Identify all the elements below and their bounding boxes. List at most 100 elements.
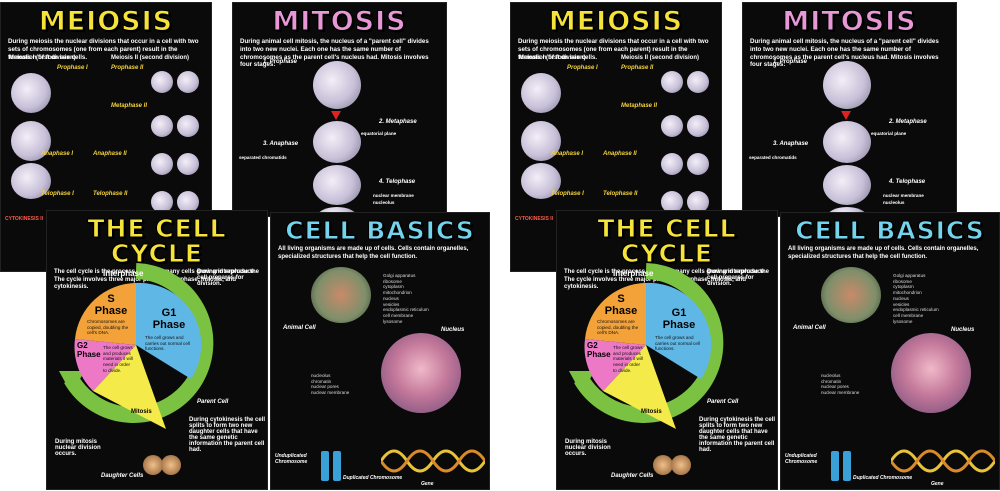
- during-mitosis-text: During mitosis nuclear division occurs.: [565, 439, 611, 457]
- prophase-1-label: Prophase I: [567, 65, 598, 71]
- metaphase-label: 2. Metaphase: [379, 119, 417, 125]
- meiosis-intro: During meiosis the nuclear divisions tha…: [8, 38, 199, 61]
- meiosis-cell-diagram: [687, 115, 709, 137]
- meiosis-cell-diagram: [151, 115, 173, 137]
- unduplicated-chromosome-label: Unduplicated Chromosome: [785, 453, 818, 465]
- g1-phase-label: G1 Phase: [152, 307, 186, 331]
- s-phase-label: S Phase: [94, 293, 128, 317]
- interphase-ring: [64, 263, 214, 423]
- g1-phase-text: The cell grows and carries out normal ce…: [655, 335, 700, 352]
- interphase-ring: [574, 263, 724, 423]
- mitosis-cell-diagram: [823, 121, 871, 163]
- mitosis-cell-diagram: [823, 165, 871, 205]
- animal-cell-label: Animal Cell: [793, 325, 826, 331]
- cell-basics-intro: All living organisms are made up of cell…: [788, 246, 979, 260]
- organelle-label: mitochondrion: [893, 290, 922, 296]
- meiosis-cell-diagram: [177, 71, 199, 93]
- gene-label: Gene: [421, 481, 434, 487]
- mitosis-title: MITOSIS: [272, 6, 407, 37]
- meiosis-title: MEIOSIS: [38, 6, 174, 37]
- daughter-cell-diagram: [671, 455, 691, 475]
- chromosome-diagram: [843, 451, 851, 481]
- meiosis-cell-diagram: [177, 153, 199, 175]
- nucleus-diagram: [381, 333, 461, 413]
- metaphase-2-label: Metaphase II: [111, 103, 148, 109]
- organelle-label: vesicles: [893, 301, 910, 307]
- organelle-label: ribosome: [383, 278, 402, 284]
- organelle-list: Golgi apparatus ribosome cytoplasm mitoc…: [893, 273, 993, 325]
- parent-cell-label: Parent Cell: [197, 399, 229, 405]
- nucleus-part-label: nuclear membrane: [821, 390, 860, 396]
- telophase-1-label: Telophase I: [551, 191, 584, 197]
- mitosis-cell-diagram: [313, 121, 361, 163]
- telophase-1-label: Telophase I: [41, 191, 74, 197]
- nucleus-part-label: chromatin: [311, 378, 332, 384]
- g2-phase-label: G2 Phase: [587, 341, 611, 359]
- g1-phase-label: G1 Phase: [662, 307, 696, 331]
- interphase-ring-label: Interphase: [103, 269, 144, 278]
- chromosome-diagram: [333, 451, 341, 481]
- g2-phase-text: The cell grows and produces materials it…: [613, 345, 643, 373]
- s-phase-text: Chromosomes are copied, doubling the cel…: [87, 319, 129, 336]
- prophase-1-label: Prophase I: [57, 65, 88, 71]
- meiosis-cell-diagram: [687, 71, 709, 93]
- gene-label: Gene: [931, 481, 944, 487]
- during-interphase-text: During interphase the cell prepares for …: [197, 269, 260, 287]
- meiosis-cell-diagram: [661, 153, 683, 175]
- meiosis-cell-diagram: [687, 191, 709, 213]
- g1-phase-wedge: [646, 282, 712, 379]
- g2-phase-wedge: [584, 339, 646, 391]
- mitosis-cell-diagram: [313, 165, 361, 205]
- during-cytokinesis-text: During cytokinesis the cell splits to fo…: [189, 417, 266, 453]
- animal-cell-label: Animal Cell: [283, 325, 316, 331]
- telophase-label: 4. Telophase: [379, 179, 416, 185]
- meiosis-cell-diagram: [151, 71, 173, 93]
- nucleus-diagram: [891, 333, 971, 413]
- mitosis-intro: During animal cell mitosis, the nucleus …: [240, 38, 429, 69]
- meiosis-cell-diagram: [11, 163, 51, 199]
- cell-basics-title: CELL BASICS: [795, 216, 985, 245]
- cell-cycle-title: THE CELL CYCLE: [87, 214, 227, 268]
- mitosis-title: MITOSIS: [782, 6, 917, 37]
- organelle-label: Golgi apparatus: [893, 273, 926, 278]
- meiosis-cell-diagram: [661, 115, 683, 137]
- stage-arrow-icon: [841, 111, 851, 120]
- nucleus-part-label: chromatin: [821, 378, 842, 384]
- prophase-label: 1. Prophase: [263, 59, 298, 65]
- mitosis-wedge: [603, 345, 676, 429]
- interphase-arrow-icon: [569, 371, 595, 393]
- organelle-label: nucleus: [383, 295, 399, 301]
- g1-phase-wedge: [136, 282, 202, 379]
- mitosis-wedge-label: Mitosis: [641, 409, 662, 415]
- prophase-2-label: Prophase II: [621, 65, 654, 71]
- meiosis-cell-diagram: [661, 71, 683, 93]
- meiosis-cell-diagram: [661, 191, 683, 213]
- g2-phase-text: The cell grows and produces materials it…: [103, 345, 133, 373]
- nucleus-part-label: nuclear pores: [821, 384, 849, 390]
- cytokinesis-label: CYTOKINESIS II: [515, 216, 553, 222]
- mitosis-intro: During animal cell mitosis, the nucleus …: [750, 38, 939, 69]
- animal-cell-diagram: [821, 267, 881, 323]
- nucleus-label: Nucleus: [441, 327, 465, 333]
- mitosis-cell-diagram: [317, 207, 357, 216]
- organelle-label: endoplasmic reticulum: [893, 307, 939, 313]
- s-phase-wedge: [75, 283, 136, 345]
- parent-cell-label: Parent Cell: [707, 399, 739, 405]
- meiosis-cell-diagram: [177, 191, 199, 213]
- anaphase-1-label: Anaphase I: [41, 151, 74, 157]
- mitosis-poster: MITOSIS During animal cell mitosis, the …: [232, 2, 447, 217]
- nucleus-part-label: nucleolus: [821, 373, 841, 378]
- mitosis-cell-diagram: [827, 207, 867, 216]
- anaphase-2-label: Anaphase II: [93, 151, 127, 157]
- g1-phase-text: The cell grows and carries out normal ce…: [145, 335, 190, 352]
- duplicated-chromosome-label: Duplicated Chromosome: [853, 475, 913, 481]
- organelle-label: lysosome: [383, 318, 403, 324]
- mitosis-wedge: [93, 345, 166, 429]
- organelle-label: cytoplasm: [383, 284, 404, 290]
- organelle-label: ribosome: [893, 278, 912, 284]
- meiosis-cell-diagram: [687, 153, 709, 175]
- organelle-label: cell membrane: [893, 313, 924, 319]
- g2-phase-label: G2 Phase: [77, 341, 101, 359]
- nucleolus-label: nucleolus: [883, 200, 905, 205]
- organelle-list: Golgi apparatus ribosome cytoplasm mitoc…: [383, 273, 483, 325]
